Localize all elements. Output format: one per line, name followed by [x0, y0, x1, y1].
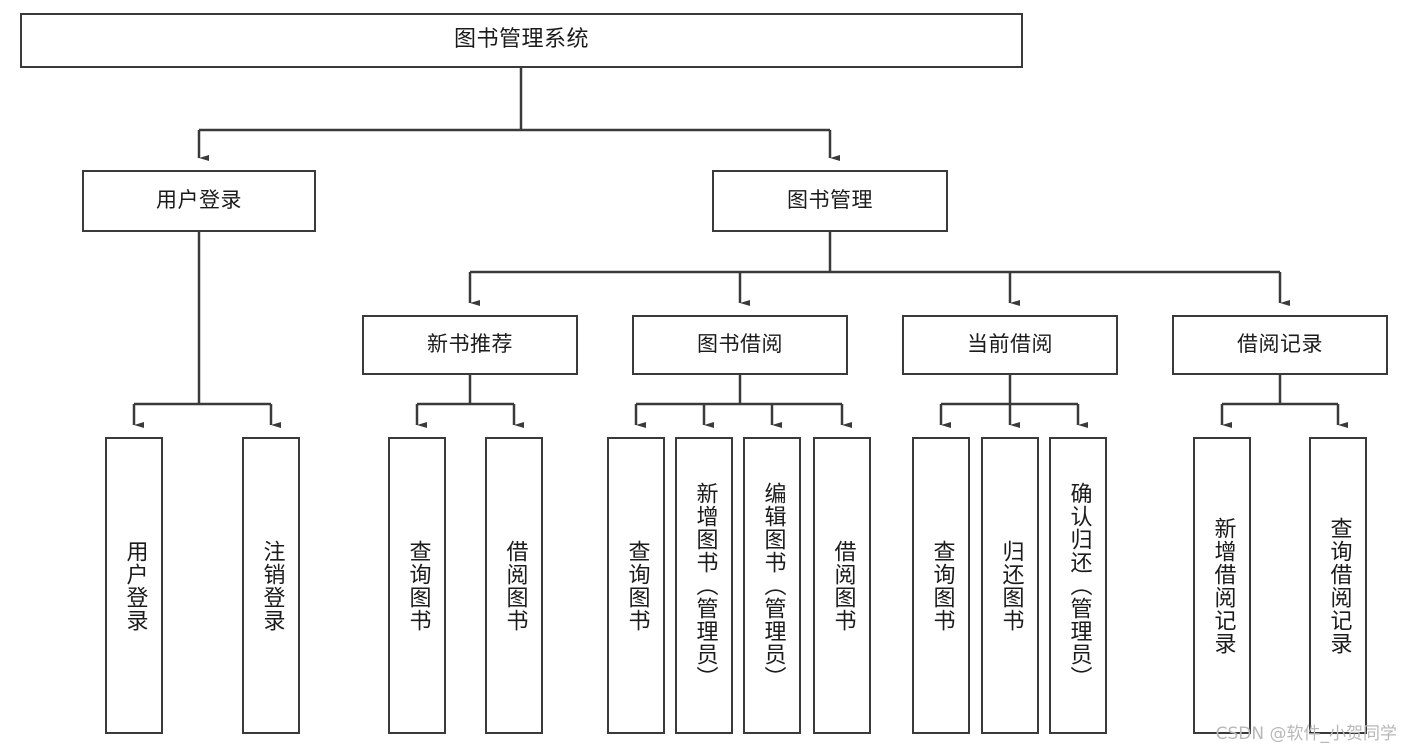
- node-label: 归还图书: [998, 539, 1024, 632]
- leaf-recommend-borrow-book[interactable]: 借阅图书: [485, 437, 543, 734]
- node-label: 借阅图书: [502, 539, 528, 632]
- leaf-current-return-book[interactable]: 归还图书: [981, 437, 1039, 734]
- leaf-borrow-edit-book-admin[interactable]: 编辑图书（管理员）: [743, 437, 801, 734]
- leaf-user-login-logout[interactable]: 注销登录: [242, 437, 300, 734]
- node-label: 查询借阅记录: [1326, 516, 1352, 655]
- node-label: 借阅记录: [1237, 332, 1323, 357]
- node-label: 查询图书: [405, 539, 431, 632]
- leaf-record-query-record[interactable]: 查询借阅记录: [1309, 437, 1367, 734]
- node-label: 借阅图书: [830, 539, 856, 632]
- node-label: 查询图书: [929, 539, 955, 632]
- leaf-borrow-add-book-admin[interactable]: 新增图书（管理员）: [675, 437, 733, 734]
- node-label: 查询图书: [624, 539, 650, 632]
- node-label: 当前借阅: [967, 332, 1053, 357]
- leaf-record-add-record[interactable]: 新增借阅记录: [1193, 437, 1251, 734]
- leaf-user-login-login[interactable]: 用户登录: [105, 437, 163, 734]
- node-new-book-recommend[interactable]: 新书推荐: [362, 315, 578, 375]
- node-label: 新书推荐: [427, 332, 513, 357]
- node-user-login[interactable]: 用户登录: [82, 170, 316, 232]
- node-label: 图书管理: [787, 188, 873, 213]
- leaf-current-query-book[interactable]: 查询图书: [912, 437, 970, 734]
- node-label: 确认归还（管理员）: [1066, 482, 1092, 689]
- leaf-current-confirm-return-admin[interactable]: 确认归还（管理员）: [1049, 437, 1107, 734]
- node-label: 注销登录: [259, 539, 285, 632]
- node-label: 新增借阅记录: [1210, 516, 1236, 655]
- node-book-management[interactable]: 图书管理: [712, 170, 948, 232]
- leaf-borrow-query-book[interactable]: 查询图书: [607, 437, 665, 734]
- csdn-watermark: CSDN @软件_小贺同学: [1215, 724, 1397, 744]
- node-label: 编辑图书（管理员）: [760, 482, 786, 689]
- node-book-borrow[interactable]: 图书借阅: [632, 315, 848, 375]
- node-borrow-record[interactable]: 借阅记录: [1172, 315, 1388, 375]
- node-label: 用户登录: [122, 539, 148, 632]
- node-label: 用户登录: [156, 188, 242, 213]
- leaf-borrow-borrow-book[interactable]: 借阅图书: [813, 437, 871, 734]
- node-label: 新增图书（管理员）: [692, 482, 718, 689]
- node-current-borrow[interactable]: 当前借阅: [902, 315, 1118, 375]
- node-label: 图书借阅: [697, 332, 783, 357]
- node-root-system[interactable]: 图书管理系统: [20, 13, 1023, 68]
- node-label: 图书管理系统: [453, 27, 589, 53]
- leaf-recommend-query-book[interactable]: 查询图书: [388, 437, 446, 734]
